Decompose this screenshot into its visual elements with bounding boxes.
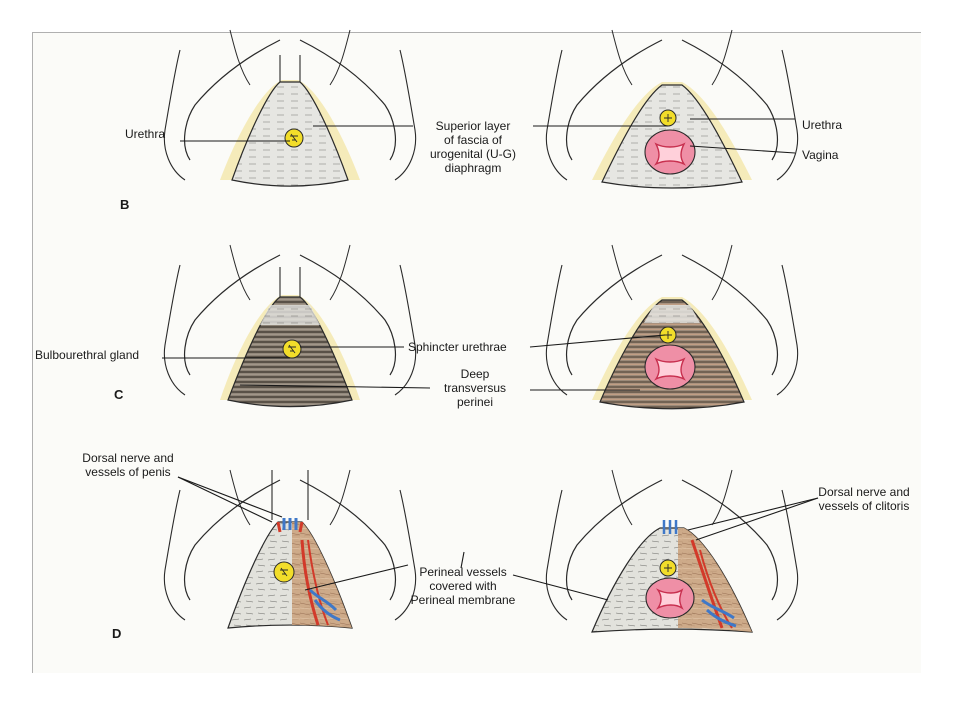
panel-c-male [163, 244, 417, 408]
row-label-d: D [112, 626, 122, 641]
label-perineal-vessels: Perineal vessels covered with Perineal m… [410, 565, 516, 607]
figure-plate [32, 32, 921, 673]
label-urethra-female: Urethra [802, 118, 843, 132]
row-label-b: B [120, 197, 130, 212]
label-dorsal-nerve-clitoris: Dorsal nerve and vessels of clitoris [818, 485, 910, 513]
label-deep-transversus-perinei: Deep transversus perinei [443, 367, 507, 409]
label-urethra-male: Urethra [125, 127, 166, 141]
panel-b-male [163, 29, 417, 187]
panel-d-male [163, 469, 417, 629]
panel-d-female [545, 469, 799, 633]
leader-lines [162, 118, 819, 601]
label-superior-layer-fascia: Superior layer of fascia of urogenital (… [429, 119, 517, 175]
label-vagina: Vagina [802, 148, 839, 162]
label-bulbourethral-gland: Bulbourethral gland [35, 348, 140, 362]
panel-c-female [545, 244, 799, 410]
label-dorsal-nerve-penis: Dorsal nerve and vessels of penis [82, 451, 174, 479]
row-label-c: C [114, 387, 124, 402]
panel-b-female [545, 29, 799, 189]
label-sphincter-urethrae: Sphincter urethrae [408, 340, 507, 354]
